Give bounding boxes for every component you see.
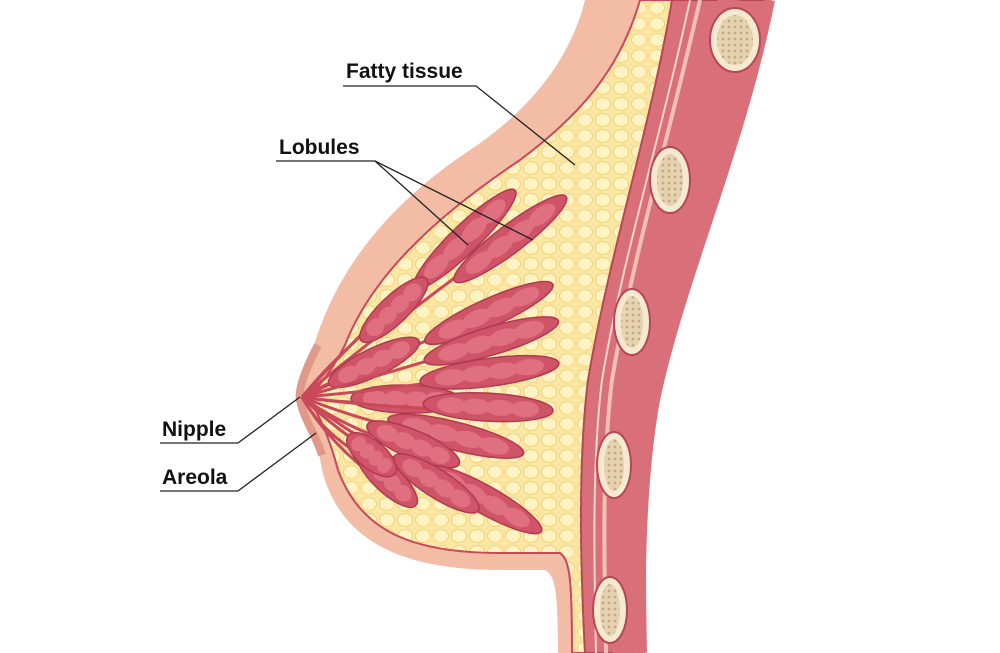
lobule-acinus [362,390,388,407]
lobule-acinus [376,424,399,442]
lobule-acinus [403,283,422,302]
label-lobules: Lobules [279,136,360,159]
lobule-acinus [438,319,468,339]
rib [649,146,691,214]
lobule-acinus [486,235,514,259]
lobule-acinus [383,390,408,407]
lobule-acinus [424,254,450,279]
lobule-acinus [503,507,530,528]
lobule-acinus [482,495,509,516]
lobule-acinus [485,399,515,416]
lobule-acinus [461,365,492,383]
lobule-acinus [411,439,433,457]
lobule-acinus [393,432,416,450]
lobule-acinus [487,362,518,379]
lobule-acinus [388,341,410,359]
lobule-acinus [390,294,410,313]
muscle-fascia [602,0,702,653]
lobule-acinus [449,489,471,508]
lobule-acinus [383,474,401,492]
lobule-acinus [507,219,535,243]
areola-leader [160,432,317,492]
lobule-acinus [453,430,484,449]
lobule-acinus [433,479,455,498]
lobule-acinus [513,358,544,376]
lobule-acinus [528,203,556,227]
label-nipple: Nipple [162,418,227,441]
lobule-acinus [418,469,439,488]
rib [596,431,632,499]
lobule-acinus [378,306,397,325]
lobule-acinus [427,424,459,442]
lobule-acinus [461,217,487,243]
lobules [300,188,568,535]
lobule-acinus [513,320,545,339]
lobules-leader-2 [374,160,534,241]
leader-lines [160,85,576,492]
lobule-acinus [486,297,516,318]
rib [709,7,761,73]
rib [592,576,628,644]
lobule-acinus [402,459,423,478]
lobule-acinus [462,308,492,329]
lobule-acinus [428,446,450,464]
label-areola: Areola [162,466,228,489]
lobule-acinus [510,401,540,418]
lobule-acinus [478,437,510,455]
intercostal-muscle [612,0,752,653]
muscle-line [593,0,691,653]
lobule-acinus [465,251,493,275]
lobule-acinus [463,335,494,354]
areola [295,343,326,457]
lobule-acinus [366,318,385,337]
lobule-acinus [354,357,377,376]
lobule-acinus [371,349,394,367]
lobule-acinus [394,485,412,502]
lobule-acinus [488,328,519,347]
lobule-acinus [438,343,469,361]
label-fatty-tissue: Fatty tissue [346,60,463,83]
lobule-acinus [480,199,506,224]
fatty-tissue-leader [343,85,576,166]
lobule-acinus [437,397,466,414]
lobule-acinus [434,369,466,386]
lobule-acinus [510,287,540,307]
nipple-leader [160,396,301,444]
lobule-acinus [442,235,468,261]
ribs [592,7,761,644]
rib [613,288,651,356]
lobule-acinus [377,457,392,473]
lobule-acinus [461,398,491,415]
lobule-acinus [404,391,429,408]
lobule-acinus [338,365,360,384]
